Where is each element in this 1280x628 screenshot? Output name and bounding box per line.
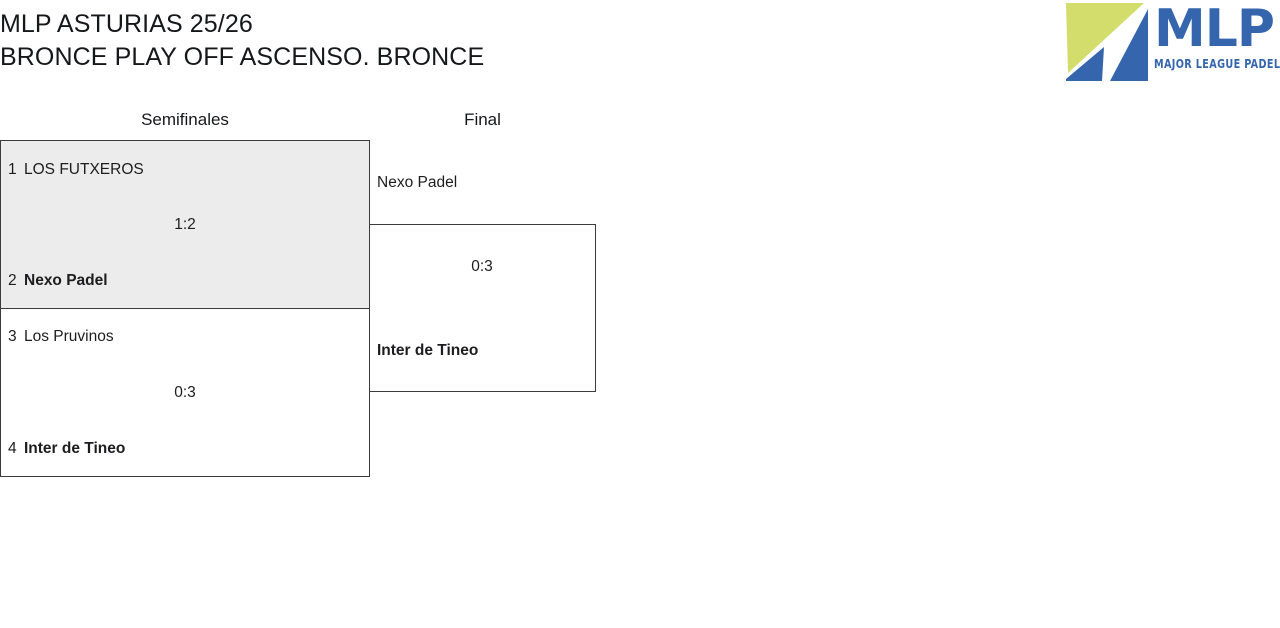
semifinal-1-score: 1:2: [174, 216, 196, 233]
semifinal-1-team-1[interactable]: 1 LOS FUTXEROS: [8, 160, 144, 180]
semifinal-1-team-2[interactable]: 2 Nexo Padel: [8, 271, 108, 291]
mlp-logo-wordmark: MLP MAJOR LEAGUE PADEL: [1154, 3, 1280, 71]
mlp-logo: MLP MAJOR LEAGUE PADEL: [1066, 3, 1280, 83]
mlp-logo-mark: [1066, 3, 1148, 81]
title-line-stage: BRONCE PLAY OFF ASCENSO. BRONCE: [0, 43, 485, 71]
semifinal-2-team-1-name: Los Pruvinos: [24, 328, 114, 345]
semifinal-1-team-1-name: LOS FUTXEROS: [24, 161, 144, 178]
semifinal-1-team-1-seed: 1: [8, 161, 17, 178]
title-line-tournament: MLP ASTURIAS 25/26: [0, 10, 253, 38]
semifinal-1-team-2-name: Nexo Padel: [24, 272, 108, 289]
final-score: 0:3: [471, 258, 493, 275]
semifinal-2-team-1[interactable]: 3 Los Pruvinos: [8, 327, 114, 347]
final-team-2-name: Inter de Tineo: [377, 342, 479, 359]
match-box-semifinal-2[interactable]: [0, 308, 370, 477]
semifinal-2-score: 0:3: [174, 384, 196, 401]
round-header-final: Final: [464, 110, 501, 129]
final-team-2[interactable]: Inter de Tineo: [377, 341, 478, 361]
match-box-semifinal-1[interactable]: [0, 140, 370, 309]
mlp-logo-letters: MLP: [1154, 0, 1275, 59]
final-team-1[interactable]: Nexo Padel: [377, 173, 457, 193]
semifinal-2-team-2[interactable]: 4 Inter de Tineo: [8, 439, 125, 459]
semifinal-1-team-2-seed: 2: [8, 272, 17, 289]
semifinal-2-team-2-seed: 4: [8, 440, 17, 457]
semifinal-2-team-1-seed: 3: [8, 328, 17, 345]
round-header-semifinals: Semifinales: [141, 110, 229, 129]
semifinal-2-team-2-name: Inter de Tineo: [24, 440, 126, 457]
final-team-1-name: Nexo Padel: [377, 174, 458, 191]
match-box-final[interactable]: [369, 224, 596, 392]
page-title: MLP ASTURIAS 25/26 BRONCE PLAY OFF ASCEN…: [0, 8, 900, 74]
mlp-logo-tagline: MAJOR LEAGUE PADEL: [1154, 56, 1280, 71]
